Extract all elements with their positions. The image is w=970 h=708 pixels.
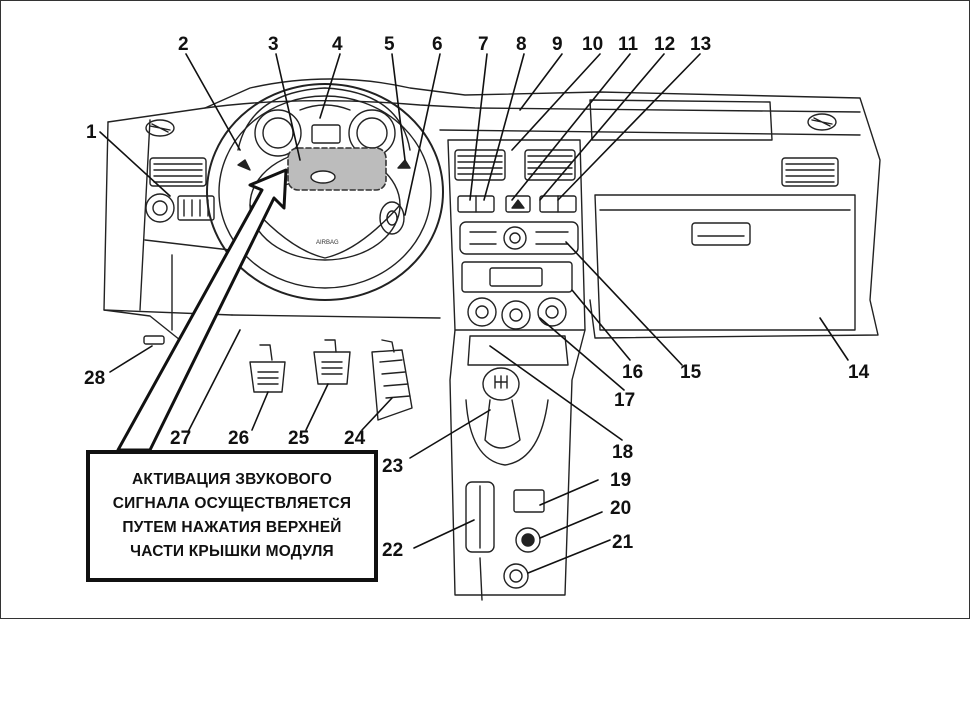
light-switch-panel: [145, 193, 215, 223]
gear-lever: [465, 367, 549, 466]
callout-13: 13: [690, 34, 711, 55]
callout-15: 15: [680, 362, 702, 383]
horn-zone: [287, 147, 387, 191]
callout-27: 27: [170, 428, 191, 449]
callout-1: 1: [86, 122, 97, 143]
callout-8: 8: [516, 34, 527, 55]
horn-note-box: АКТИВАЦИЯ ЗВУКОВОГО СИГНАЛА ОСУЩЕСТВЛЯЕТ…: [86, 450, 378, 582]
dashboard-outline: [103, 78, 881, 345]
note-line-1: АКТИВАЦИЯ ЗВУКОВОГО: [132, 471, 332, 488]
note-line-3: ПУТЕМ НАЖАТИЯ ВЕРХНЕЙ: [122, 519, 342, 536]
steering-wheel: AIRBAG: [206, 83, 444, 301]
note-line-4: ЧАСТИ КРЫШКИ МОДУЛЯ: [130, 543, 334, 560]
glove-box: [594, 194, 856, 331]
callout-3: 3: [268, 34, 279, 55]
callout-28: 28: [84, 368, 105, 389]
airbag-label: AIRBAG: [316, 240, 339, 246]
radio-panel: [459, 221, 579, 255]
callout-25: 25: [288, 428, 310, 449]
center-console: [447, 139, 586, 601]
callout-9: 9: [552, 34, 563, 55]
callout-19: 19: [610, 470, 631, 491]
callout-21: 21: [612, 532, 634, 553]
callout-17: 17: [614, 390, 635, 411]
left-vent: [145, 119, 207, 187]
instrument-cluster: [237, 87, 411, 171]
callout-20: 20: [610, 498, 631, 519]
callout-numbers: 1 2 3 4 5 6 7 8 9 10 11 12 13 14 15 16 1…: [84, 34, 870, 561]
callout-2: 2: [178, 34, 189, 55]
callout-12: 12: [654, 34, 675, 55]
callout-26: 26: [228, 428, 249, 449]
right-vent: [781, 113, 839, 187]
callout-6: 6: [432, 34, 443, 55]
callout-16: 16: [622, 362, 643, 383]
callout-22: 22: [382, 540, 403, 561]
callout-10: 10: [582, 34, 603, 55]
callout-24: 24: [344, 428, 366, 449]
callout-11: 11: [618, 34, 639, 55]
callout-4: 4: [332, 34, 343, 55]
callout-18: 18: [612, 442, 633, 463]
callout-14: 14: [848, 362, 870, 383]
callout-5: 5: [384, 34, 395, 55]
pedals: [249, 339, 413, 421]
leader-lines: [99, 53, 849, 574]
callout-7: 7: [478, 34, 489, 55]
dashboard-diagram: AIRBAG: [84, 34, 881, 601]
callout-23: 23: [382, 456, 403, 477]
note-line-2: СИГНАЛА ОСУЩЕСТВЛЯЕТСЯ: [112, 495, 352, 512]
pointer-arrow: [116, 168, 288, 452]
